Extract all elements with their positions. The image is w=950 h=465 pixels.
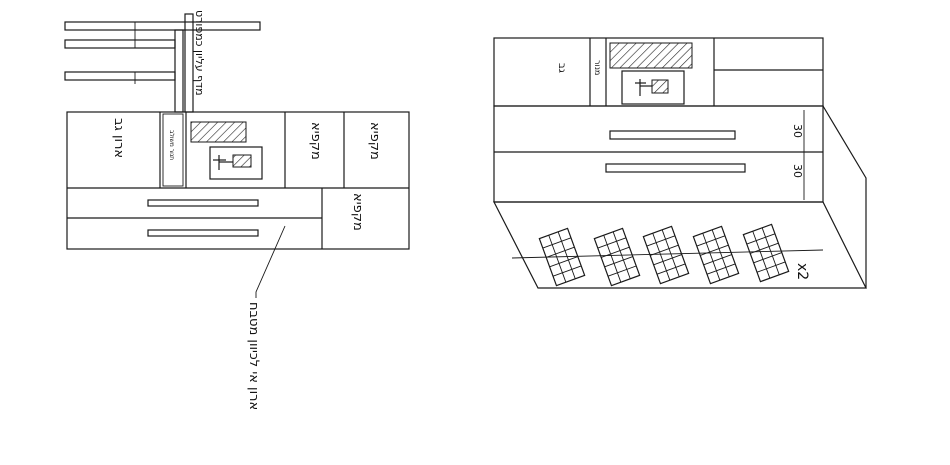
dimension-mid: 30 xyxy=(791,164,804,178)
pointer-note: ארון אי לכיוון מטבח xyxy=(246,302,261,410)
sink-box xyxy=(209,146,263,180)
upper-shelf-label: מדף עליון כמפורט xyxy=(193,10,206,96)
multiplier-label: x2 xyxy=(794,263,810,280)
plan-outline xyxy=(66,111,410,250)
grid-tile xyxy=(642,225,690,285)
drawer-top-label: מקפיא xyxy=(308,122,323,160)
oven-strip-label: תנור משולב xyxy=(168,130,175,160)
drawer-handle xyxy=(605,163,746,173)
lower-block xyxy=(493,105,824,203)
drawer-handle xyxy=(147,229,259,237)
drawer-bottom-label: מקפיא xyxy=(367,122,382,160)
drawer-side-label: מקפיא xyxy=(350,193,365,231)
sink-box xyxy=(621,70,685,105)
oven-strip xyxy=(162,113,184,187)
tile-group xyxy=(538,223,790,287)
drawer-handle xyxy=(147,199,259,207)
leader-line xyxy=(255,225,286,298)
hatched-panel xyxy=(190,121,247,143)
grid-tile xyxy=(742,223,790,283)
drawer-handle xyxy=(609,130,736,140)
dimension-top: 30 xyxy=(791,124,804,138)
grid-tile xyxy=(538,227,586,287)
grid-tile xyxy=(692,225,740,285)
back-cabinet-label: ארון גב xyxy=(111,118,126,158)
floor-panel xyxy=(493,201,867,289)
hatched-panel xyxy=(609,42,693,69)
plan-view: מדף עליון כמפורט ארון גב תנור משולב מקפי… xyxy=(64,10,410,410)
grid-tile xyxy=(593,227,641,287)
elevation-cabinet-label: גב xyxy=(556,63,567,73)
upper-shelf xyxy=(64,13,261,113)
side-panel xyxy=(822,105,867,288)
elevation-view: גב מנור 30 30 x2 xyxy=(493,37,867,289)
faucet-icon xyxy=(213,154,252,170)
faucet-icon xyxy=(635,79,669,96)
elevation-oven-label: מנור xyxy=(593,60,602,75)
